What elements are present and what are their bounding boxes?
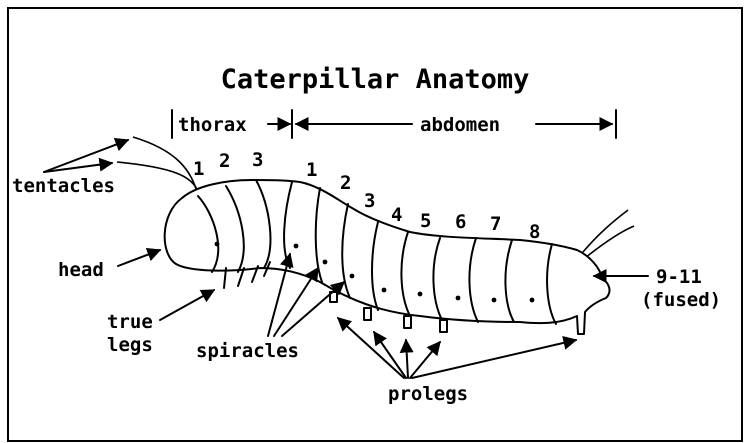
prolegs-arrow xyxy=(406,340,408,378)
spiracle-dot xyxy=(382,288,387,293)
tail-filament xyxy=(583,210,628,252)
thorax-segment-numbers: 1 2 3 xyxy=(193,149,263,180)
proleg xyxy=(440,320,447,332)
abdomen-segment-number: 3 xyxy=(364,190,375,212)
spiracle-dot xyxy=(294,244,299,249)
true-legs-arrow xyxy=(160,290,214,320)
tentacle-lower xyxy=(117,162,200,196)
true-legs-label-line2: legs xyxy=(107,334,153,356)
proleg xyxy=(364,308,371,320)
spiracle-dot xyxy=(418,292,423,297)
abdomen-segment-number: 5 xyxy=(420,210,431,232)
fused-label-line1: 9-11 xyxy=(656,266,702,288)
spiracle-dot xyxy=(530,298,535,303)
abdomen-segment-number: 8 xyxy=(529,221,540,243)
spiracles-arrow xyxy=(274,268,318,336)
spiracle-dot xyxy=(350,274,355,279)
abdomen-segment-number: 6 xyxy=(455,211,466,233)
abdomen-segment-number: 1 xyxy=(306,159,317,181)
spiracles-label: spiracles xyxy=(196,340,299,362)
prolegs-label: prolegs xyxy=(388,383,468,405)
true-legs-label-line1: true xyxy=(107,311,153,333)
spiracle-dot xyxy=(492,298,497,303)
spiracle-dot xyxy=(215,242,220,247)
spiracle-dot xyxy=(323,260,328,265)
thorax-segment-number: 1 xyxy=(193,158,204,180)
region-bracket: thorax abdomen xyxy=(172,110,616,138)
proleg xyxy=(404,316,411,328)
abdomen-segment-number: 2 xyxy=(340,172,351,194)
diagram-title: Caterpillar Anatomy xyxy=(221,64,530,95)
head-label: head xyxy=(58,259,104,281)
head-arrow xyxy=(118,250,160,266)
abdomen-segment-number: 7 xyxy=(490,213,501,235)
body-outline xyxy=(165,180,610,334)
abdomen-segment-number: 4 xyxy=(391,204,402,226)
spiracle-dot xyxy=(456,296,461,301)
thorax-segment-number: 2 xyxy=(219,150,230,172)
tentacles-label: tentacles xyxy=(12,175,115,197)
prolegs-arrow xyxy=(338,318,404,378)
thorax-segment-number: 3 xyxy=(252,149,263,171)
thorax-label: thorax xyxy=(178,114,247,136)
abdomen-label: abdomen xyxy=(420,114,500,136)
tentacle-upper xyxy=(133,137,198,196)
fused-label-line2: (fused) xyxy=(641,289,721,311)
